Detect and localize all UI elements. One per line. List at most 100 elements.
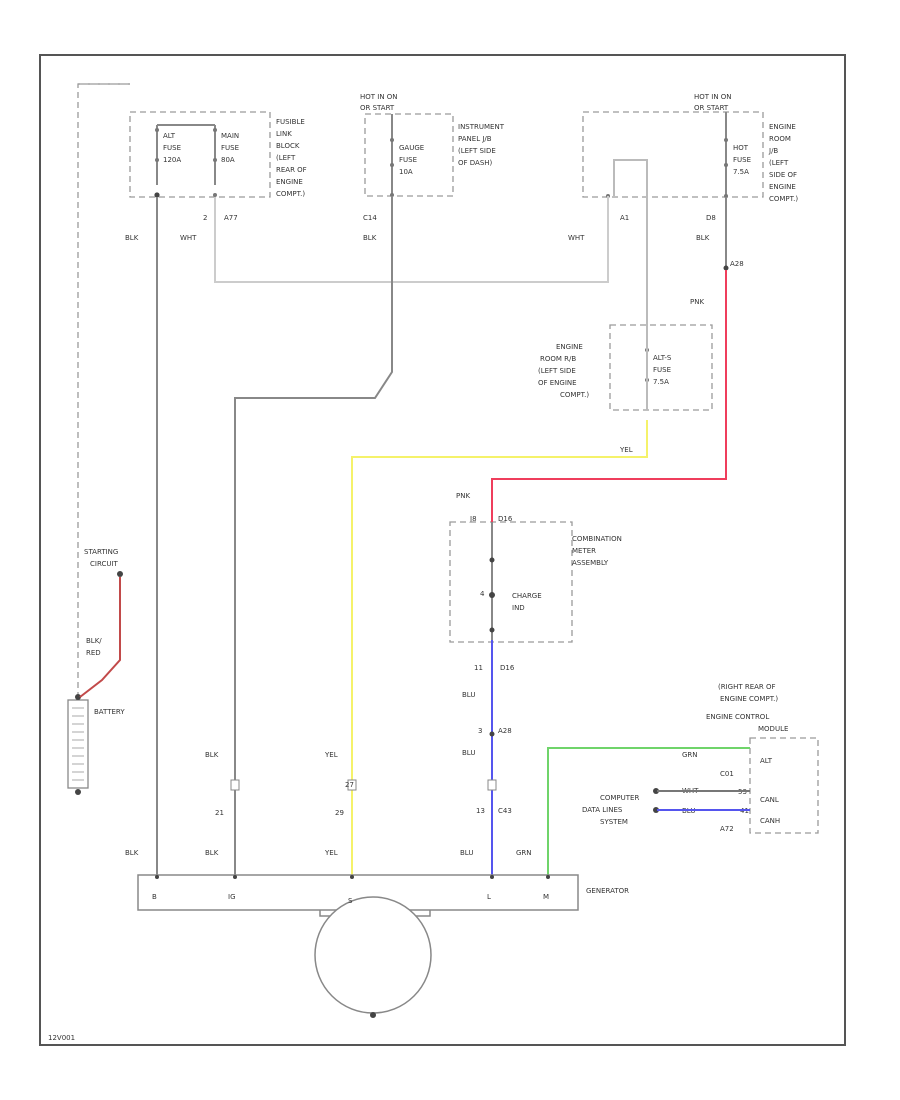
- wire-color-blk-4: BLK: [205, 751, 219, 759]
- combination-meter-label-1: COMBINATION: [572, 535, 622, 543]
- alt-fuse-label-3: 120A: [163, 156, 181, 164]
- wire-color-blk-3: BLK: [696, 234, 710, 242]
- connector-11b-label: D16: [500, 664, 515, 672]
- junction-a28-label: A28: [730, 260, 744, 268]
- combination-meter-label-2: METER: [572, 547, 596, 555]
- gen-terminal-l: L: [487, 893, 491, 901]
- fusible-link-label-5: REAR OF: [276, 166, 307, 174]
- hot-fuse-label-1: HOT: [733, 144, 749, 152]
- main-fuse-label-2: FUSE: [221, 144, 239, 152]
- battery-symbol: [67, 694, 89, 795]
- wire-color-yel-2: YEL: [324, 751, 338, 759]
- fusible-link-label-3: BLOCK: [276, 142, 300, 150]
- ecm-location-label-3: ENGINE CONTROL: [706, 713, 769, 721]
- er-jb-label-1: ENGINE: [769, 123, 796, 131]
- wire-color-grn-1: GRN: [516, 849, 532, 857]
- er-jb-label-2: ROOM: [769, 135, 791, 143]
- main-fuse-label-1: MAIN: [221, 132, 239, 140]
- ip-hot-label-1: HOT IN ON: [360, 93, 398, 101]
- er-rb-label-1: ENGINE: [556, 343, 583, 351]
- connector-a1-label: A1: [620, 214, 629, 222]
- wire-yel: [351, 420, 648, 875]
- starting-circuit-label-1: STARTING: [84, 548, 118, 556]
- computer-data-lines-label-2: DATA LINES: [582, 806, 623, 814]
- hot-fuse-label-2: FUSE: [733, 156, 751, 164]
- engine-room-rb: [609, 324, 713, 411]
- battery-label: BATTERY: [94, 708, 125, 716]
- wire-main-fuse-loop: [214, 196, 609, 283]
- er-rb-label-2: ROOM R/B: [540, 355, 576, 363]
- wire-color-blu-2: BLU: [462, 749, 475, 757]
- battery-wire-label-1: BLK/: [86, 637, 102, 645]
- canh-terminal: [653, 807, 659, 813]
- connector-c01-label: C01: [720, 770, 734, 778]
- engine-control-module: [749, 737, 819, 834]
- connector-j8-label: J8: [469, 515, 477, 523]
- wire-color-wht-1: WHT: [180, 234, 197, 242]
- alt-fuse-label-1: ALT: [163, 132, 176, 140]
- er-jb-label-4: (LEFT: [769, 159, 789, 167]
- wire-alt-s-feed: [613, 159, 648, 410]
- wire-color-grn-2: GRN: [682, 751, 698, 759]
- connector-c43-label: C43: [498, 807, 512, 815]
- instrument-panel-jb: [364, 113, 454, 197]
- connector-29-label: 29: [335, 809, 344, 817]
- inline-connectors: [230, 779, 497, 791]
- gen-terminal-ig: IG: [228, 893, 236, 901]
- ecm-location-label-2: ENGINE COMPT.): [720, 695, 778, 703]
- hot-fuse-label-3: 7.5A: [733, 168, 749, 176]
- er-hot-label-2: OR START: [694, 104, 729, 112]
- computer-data-lines-label-3: SYSTEM: [600, 818, 628, 826]
- connector-27-label: 27: [345, 781, 354, 789]
- wire-pnk: [491, 270, 727, 522]
- gauge-fuse-label-3: 10A: [399, 168, 413, 176]
- er-jb-label-7: COMPT.): [769, 195, 798, 203]
- connector-3-label: 3: [478, 727, 482, 735]
- er-rb-label-4: OF ENGINE: [538, 379, 577, 387]
- alt-s-fuse-label-1: ALT-S: [653, 354, 672, 362]
- ecm-pin-canh: CANH: [760, 817, 780, 825]
- alt-s-fuse-label-2: FUSE: [653, 366, 671, 374]
- fusible-link-label-2: LINK: [276, 130, 292, 138]
- fusible-link-label-1: FUSIBLE: [276, 118, 305, 126]
- wire-color-blk-6: BLK: [205, 849, 219, 857]
- connector-2-label: 2: [203, 214, 207, 222]
- wire-color-yel-1: YEL: [619, 446, 633, 454]
- wire-color-pnk-2: PNK: [456, 492, 470, 500]
- wire-color-pnk-1: PNK: [690, 298, 704, 306]
- generator-symbol: [314, 896, 432, 1014]
- connector-11-label: 11: [474, 664, 483, 672]
- gen-terminal-b: B: [152, 893, 157, 901]
- charge-ind-label-2: IND: [512, 604, 525, 612]
- wire-color-blu-4: BLU: [460, 849, 473, 857]
- connector-a72-label: A72: [720, 825, 734, 833]
- wire-color-blk-2: BLK: [363, 234, 377, 242]
- engine-room-jb: [582, 111, 764, 198]
- generator-ground: [370, 1012, 376, 1018]
- starting-circuit-terminal: [117, 571, 123, 577]
- alt-fuse-label-2: FUSE: [163, 144, 181, 152]
- battery-dashed-path: [77, 83, 130, 700]
- connector-21-label: 21: [215, 809, 224, 817]
- ip-hot-label-2: OR START: [360, 104, 395, 112]
- starting-circuit-label-2: CIRCUIT: [90, 560, 119, 568]
- gen-terminal-s: S: [348, 897, 353, 905]
- er-rb-label-3: (LEFT SIDE: [538, 367, 576, 375]
- wire-grn: [547, 747, 750, 875]
- connector-c14-label: C14: [363, 214, 377, 222]
- fusible-link-block: [129, 111, 271, 198]
- ip-jb-label-3: (LEFT SIDE: [458, 147, 496, 155]
- connector-13-label: 13: [476, 807, 485, 815]
- junction-a28: [723, 265, 729, 271]
- fusible-link-label-6: ENGINE: [276, 178, 303, 186]
- er-jb-label-3: J/B: [768, 147, 778, 155]
- er-hot-label-1: HOT IN ON: [694, 93, 732, 101]
- wire-color-yel-3: YEL: [324, 849, 338, 857]
- ecm-location-label-4: MODULE: [758, 725, 788, 733]
- ip-jb-label-4: OF DASH): [458, 159, 493, 167]
- ecm-location-label-1: (RIGHT REAR OF: [718, 683, 776, 691]
- er-jb-label-6: ENGINE: [769, 183, 796, 191]
- gauge-fuse-label-2: FUSE: [399, 156, 417, 164]
- alt-s-fuse-label-3: 7.5A: [653, 378, 669, 386]
- canl-terminal: [653, 788, 659, 794]
